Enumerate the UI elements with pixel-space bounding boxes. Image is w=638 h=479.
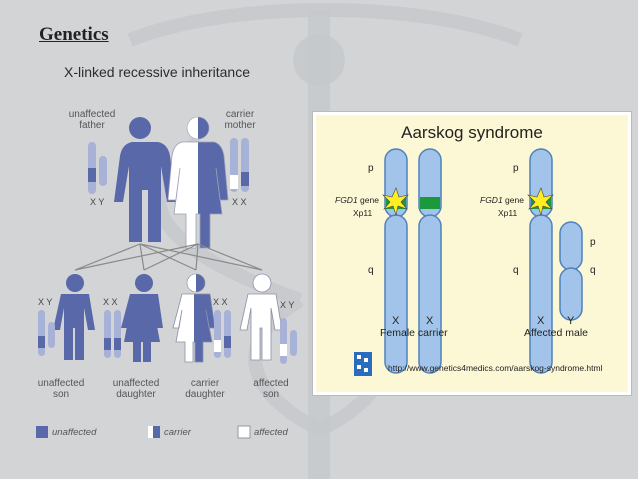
y-p-label: p [590,237,596,248]
right-y-label: Y [567,315,575,327]
svg-text:X X: X X [232,197,247,207]
svg-text:X X: X X [213,297,228,307]
website-logo-icon [354,352,372,376]
father-chromosomes [88,142,107,194]
left-q-label: q [368,265,374,276]
left-x1-label: X [392,315,400,327]
daughter2-chromosomes [214,310,231,358]
slide-title: Genetics [39,24,109,45]
child-label-1: unaffected son [37,378,85,400]
unaffected-son-figure [53,274,95,360]
svg-text:X X: X X [103,297,118,307]
right-q-label: q [513,265,519,276]
right-locus-label: Xp11 [498,208,518,218]
father-figure [114,117,176,242]
y-q-label: q [590,265,596,276]
carrier-x2-chromosome [418,148,442,374]
left-locus-label: Xp11 [353,208,373,218]
father-label: unaffected father [68,109,116,131]
female-carrier-caption: Female carrier [380,327,448,339]
affected-son-figure [239,273,283,361]
child-label-3: carrier daughter [185,378,225,400]
left-p-label: p [368,163,374,174]
legend-affected-swatch [237,425,251,439]
carrier-daughter-figure [172,273,216,363]
panel-title: Aarskog syndrome [401,123,543,142]
unaffected-daughter-figure [121,274,163,362]
affected-y-chromosome [559,221,583,321]
source-url-link[interactable]: http://www.genetics4medics.com/aarskog-s… [388,363,603,373]
daughter1-chromosomes [104,310,121,358]
legend-unaffected-swatch [36,426,48,438]
svg-text:X Y: X Y [90,197,104,207]
son2-chromosomes [280,318,297,364]
mutation-star-icon [382,187,409,217]
right-x-label: X [537,315,545,327]
legend-carrier-label: carrier [164,427,191,438]
affected-male-caption: Affected male [524,327,589,339]
mutation-star-icon [527,187,554,217]
pedigree-lines [74,243,263,271]
legend-affected-label: affected [254,427,288,438]
svg-text:X Y: X Y [38,297,52,307]
legend-unaffected-label: unaffected [52,427,97,438]
svg-text:X Y: X Y [280,300,294,310]
carrier-x1-chromosome [382,148,409,374]
slide-subtitle: X-linked recessive inheritance [64,64,250,80]
son1-chromosomes [38,310,55,356]
mother-chromosomes [230,138,249,192]
right-gene-label: FGD1 gene [480,195,524,205]
mother-figure [167,116,229,249]
aarskog-panel: Aarskog syndrome [313,112,631,395]
legend-carrier-swatch [148,426,160,438]
mother-label: carrier mother [224,109,256,131]
child-label-4: affected son [253,378,289,400]
right-p-label: p [513,163,519,174]
child-label-2: unaffected daughter [112,378,160,400]
affected-x-chromosome [527,148,554,374]
left-gene-label: FGD1 gene [335,195,379,205]
chromosome-drawing [354,148,583,376]
left-x2-label: X [426,315,434,327]
